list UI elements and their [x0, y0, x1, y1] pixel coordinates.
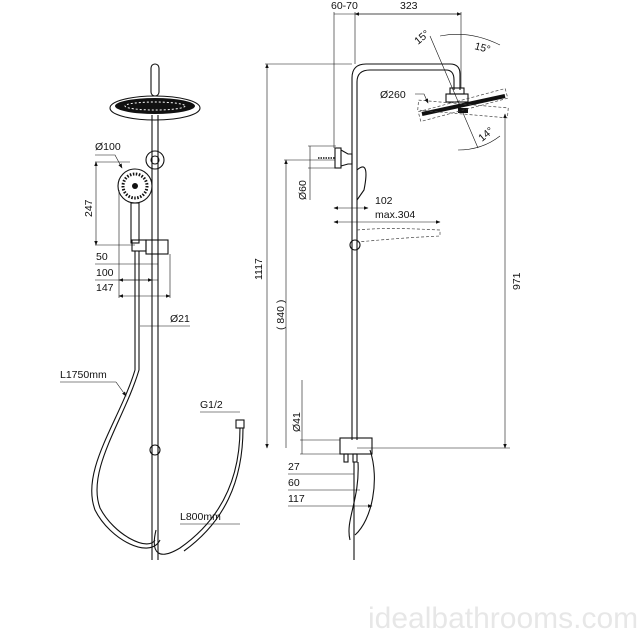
arm-reach-label: 323	[400, 0, 418, 12]
overhead-diameter-label: Ø260	[380, 89, 406, 101]
total-height-label: 1117	[253, 258, 265, 280]
handset-height-label: 247	[83, 199, 95, 217]
bracket-diameter-label: Ø60	[297, 180, 309, 200]
tilt-1-label: 15°	[412, 28, 432, 47]
thread-label: G1/2	[200, 399, 223, 411]
spout-max-label: max.304	[375, 209, 415, 221]
dim-147-label: 147	[96, 282, 114, 294]
rail-diameter-label: Ø21	[170, 313, 190, 325]
dim-27-label: 27	[288, 461, 300, 473]
hose-length-label: L1750mm	[60, 369, 107, 381]
side-overhead-plate	[421, 94, 506, 116]
handset-diameter-label: Ø100	[95, 141, 121, 153]
dim-60-label: 60	[288, 477, 300, 489]
front-view: Ø100 247 50 100 147 Ø21 L1750mm	[60, 63, 201, 560]
tilt-2-label: 15°	[473, 40, 491, 56]
bracket-height-label: ( 840 )	[275, 300, 287, 330]
watermark: idealbathrooms.com	[368, 602, 638, 635]
side-view: 60-70 323 15° 15° Ø260 14° 1117 ( 840 ) …	[253, 0, 523, 560]
short-hose-length-label: L800mm	[180, 511, 221, 523]
dim-50-label: 50	[96, 251, 108, 263]
valve-diameter-label: Ø41	[291, 412, 303, 432]
head-height-label: 971	[511, 272, 523, 290]
dim-100-label: 100	[96, 267, 114, 279]
dim-117-label: 117	[288, 493, 305, 505]
wall-offset-label: 60-70	[331, 0, 358, 12]
overhead-shower	[109, 95, 201, 121]
tilt-3-label: 14°	[476, 125, 496, 144]
hose-detail: G1/2 L800mm	[153, 399, 245, 555]
dim-102-label: 102	[375, 195, 393, 207]
